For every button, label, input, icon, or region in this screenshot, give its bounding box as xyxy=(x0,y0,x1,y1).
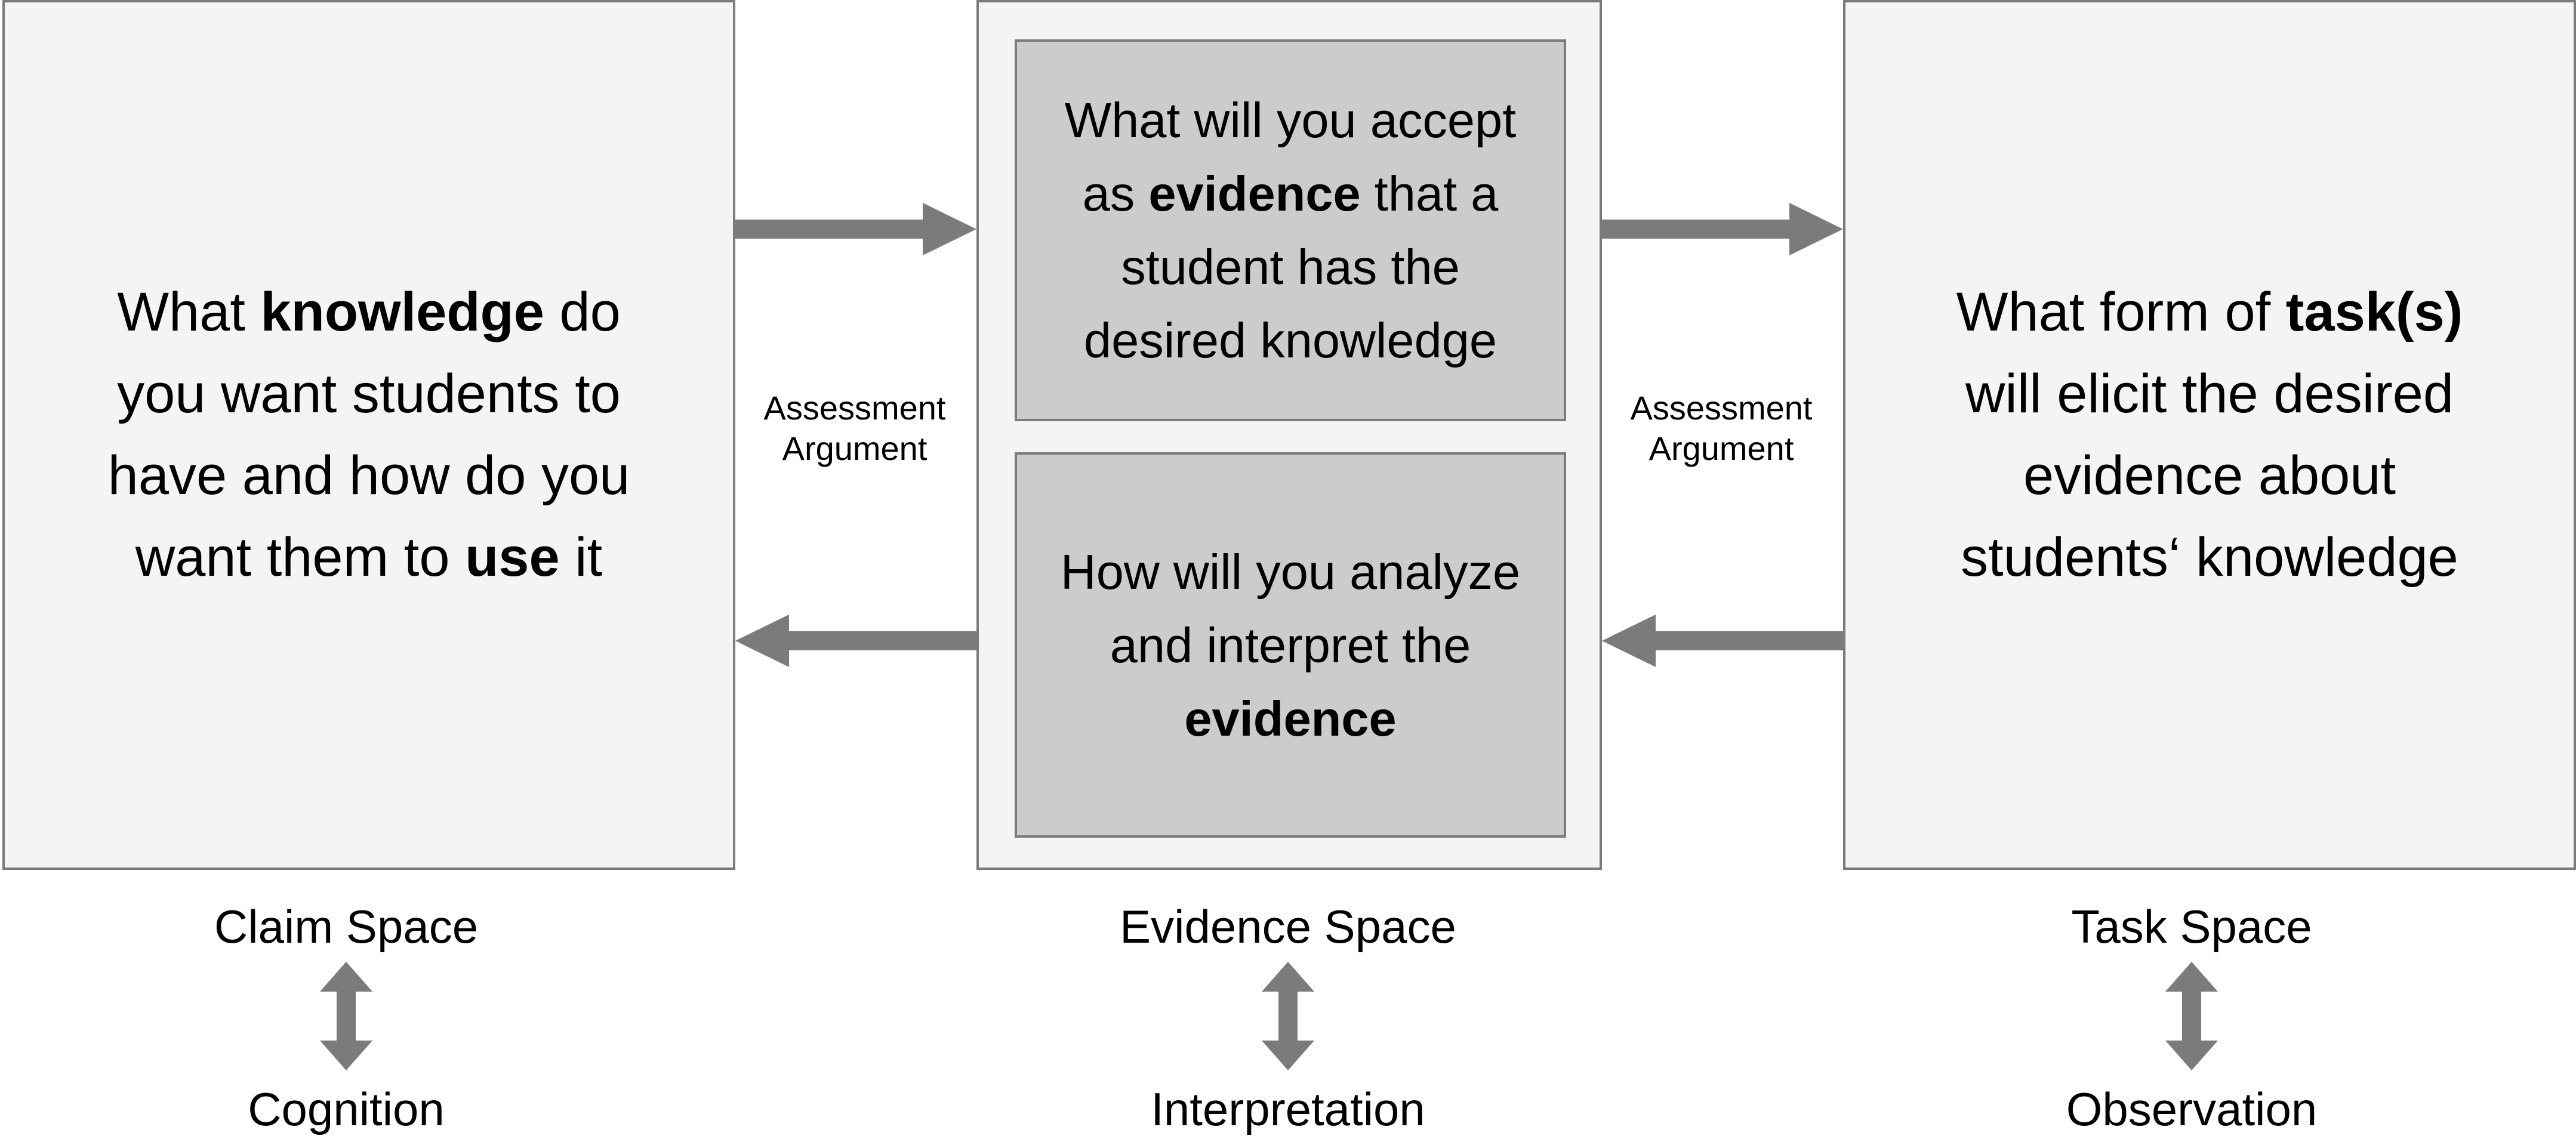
evidence-accept-text-2: that a student has the desired knowledge xyxy=(1083,166,1499,368)
claim-space-box: What knowledge do you want students to h… xyxy=(2,0,735,870)
evidence-analyze-text-1: How will you analyze and interpret the xyxy=(1060,544,1521,673)
task-text-1: What form of xyxy=(1956,282,2286,342)
evidence-accept-text-1: What will you accept as xyxy=(1064,92,1517,221)
assessment-argument-right-label: Assessment Argument xyxy=(1602,388,1841,469)
evidence-space-label: Evidence Space xyxy=(1120,900,1456,953)
claim-question: What knowledge do you want students to h… xyxy=(70,271,667,598)
double-arrow-task xyxy=(2165,962,2218,1070)
evidence-analyze-box: How will you analyze and interpret the e… xyxy=(1015,452,1566,838)
task-text-2: will elicit the desired evidence about s… xyxy=(1961,363,2458,588)
task-space-label: Task Space xyxy=(2071,900,2312,953)
task-space-box: What form of task(s) will elicit the des… xyxy=(1843,0,2576,870)
assessment-argument-left-line1: Assessment xyxy=(763,389,946,427)
arrow-evidence-to-claim xyxy=(735,615,976,667)
interpretation-label: Interpretation xyxy=(1151,1083,1425,1135)
task-text-tasks: task(s) xyxy=(2285,282,2463,342)
double-arrow-claim xyxy=(320,962,372,1070)
claim-text-3: it xyxy=(559,527,603,588)
task-question: What form of task(s) will elicit the des… xyxy=(1911,271,2508,598)
assessment-argument-right-line1: Assessment xyxy=(1630,389,1813,427)
arrow-task-to-evidence xyxy=(1602,615,1843,667)
observation-label: Observation xyxy=(2066,1083,2318,1135)
evidence-accept-text-evidence: evidence xyxy=(1148,166,1361,221)
cognition-label: Cognition xyxy=(248,1083,445,1135)
claim-text-2: do you want students to have and how do … xyxy=(107,282,630,588)
double-arrow-evidence xyxy=(1262,962,1314,1070)
assessment-argument-left-label: Assessment Argument xyxy=(735,388,974,469)
assessment-argument-left-line2: Argument xyxy=(782,430,928,467)
claim-space-label: Claim Space xyxy=(214,900,479,953)
evidence-accept-question: What will you accept as evidence that a … xyxy=(1046,84,1535,377)
claim-text-knowledge: knowledge xyxy=(260,282,544,342)
evidence-analyze-text-evidence: evidence xyxy=(1184,690,1397,746)
arrow-evidence-to-task xyxy=(1602,203,1843,255)
assessment-argument-right-line2: Argument xyxy=(1648,430,1794,467)
evidence-accept-box: What will you accept as evidence that a … xyxy=(1015,39,1566,421)
evidence-analyze-question: How will you analyze and interpret the e… xyxy=(1040,535,1541,755)
arrow-claim-to-evidence xyxy=(735,203,976,255)
claim-text-1: What xyxy=(117,282,261,342)
claim-text-use: use xyxy=(465,527,560,588)
